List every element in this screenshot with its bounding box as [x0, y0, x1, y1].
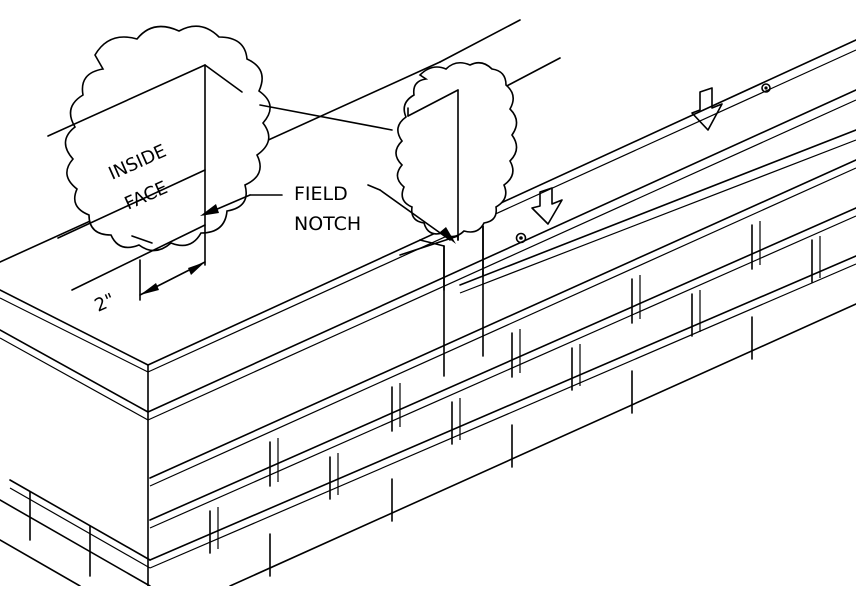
brick-wall: [0, 159, 856, 587]
fastener-icon: [761, 83, 771, 93]
center-detail-cloud: [395, 61, 518, 291]
inside-face-detail-cloud: INSIDE FACE 2": [47, 25, 271, 317]
detail-leader-line: [259, 104, 393, 131]
down-arrow-icon: [691, 87, 723, 131]
coping-cap: [0, 19, 856, 587]
fastener-icon: [515, 232, 527, 244]
dimension-label: 2": [91, 289, 118, 316]
down-arrow-icon: [531, 187, 563, 225]
field-notch-leaders: [200, 184, 456, 244]
field-notch-label-line2: NOTCH: [294, 213, 361, 235]
field-notch-label-line1: FIELD: [294, 183, 348, 205]
